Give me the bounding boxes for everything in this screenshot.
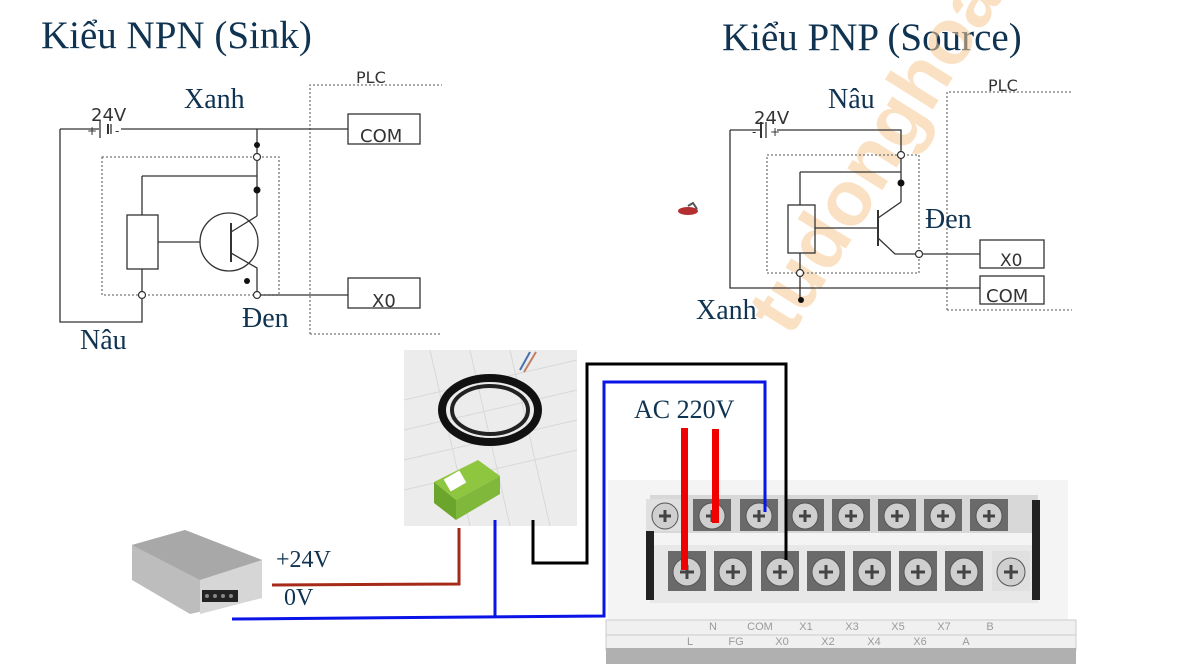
terminal-label: B	[986, 621, 993, 633]
svg-text:-: -	[115, 124, 119, 138]
pnp-wire-top-label: Nâu	[828, 84, 875, 115]
terminal-label: A	[962, 636, 970, 648]
terminal-label: X4	[867, 636, 880, 648]
pnp-com-terminal	[979, 275, 1045, 305]
terminal-label: N	[709, 621, 717, 633]
pnp-wire-output-label: Đen	[925, 204, 972, 235]
npn-com-terminal	[347, 113, 421, 145]
pnp-plc-label: PLC	[988, 76, 1018, 95]
npn-x0-label: X0	[372, 291, 396, 312]
pnp-24v-label: 24V	[754, 108, 790, 129]
wire-blue-0v	[231, 380, 767, 621]
terminal-screw	[924, 499, 962, 531]
npn-transistor	[199, 212, 259, 272]
svg-text:-: -	[752, 125, 756, 139]
terminal-label: COM	[747, 621, 773, 633]
pnp-plc-boundary	[946, 91, 1072, 310]
npn-24v-label: 24V	[91, 105, 127, 126]
ground-screw	[646, 499, 684, 531]
terminal-labels: N COM X1 X3 X5 X7 B L FG X0 X2 X4 X6 A	[687, 621, 994, 648]
terminal-label: FG	[728, 636, 743, 648]
npn-com-label: COM	[360, 126, 402, 147]
terminal-screw	[945, 551, 983, 591]
zero-v-label: 0V	[284, 585, 314, 611]
wire-black-output	[531, 362, 788, 565]
terminal-label: X0	[775, 636, 788, 648]
npn-sensor-boundary	[101, 156, 280, 296]
npn-title: Kiểu NPN (Sink)	[41, 14, 312, 57]
terminal-label: X2	[821, 636, 834, 648]
pnp-sensor-boundary	[766, 154, 920, 274]
terminal-label: X6	[913, 636, 926, 648]
terminal-screw	[853, 551, 891, 591]
npn-plc-label: PLC	[356, 68, 386, 87]
pnp-x0-terminal	[979, 239, 1045, 269]
terminal-screw	[970, 499, 1008, 531]
small-red-object	[678, 207, 698, 215]
terminal-screw	[761, 551, 799, 591]
terminal-label: X3	[845, 621, 858, 633]
terminal-screw	[807, 551, 845, 591]
wire-red-n	[712, 429, 719, 523]
pnp-x0-label: X0	[1000, 251, 1022, 271]
terminal-label: X5	[891, 621, 904, 633]
terminal-label: X1	[799, 621, 812, 633]
terminal-screw	[899, 551, 937, 591]
terminal-screw	[878, 499, 916, 531]
terminal-screw	[832, 499, 870, 531]
npn-x0-terminal	[347, 277, 421, 309]
terminal-screw	[740, 499, 778, 531]
pnp-com-label: COM	[986, 286, 1028, 307]
terminal-screw	[714, 551, 752, 591]
wire-red-l	[681, 428, 688, 570]
npn-wire-bottom-label: Nâu	[80, 325, 127, 356]
svg-text:+: +	[770, 125, 780, 139]
pnp-wire-bottom-label: Xanh	[696, 295, 757, 326]
npn-wire-top-label: Xanh	[184, 84, 245, 115]
terminal-label: L	[687, 636, 693, 648]
pnp-resistor	[787, 204, 816, 254]
pnp-title: Kiểu PNP (Source)	[722, 16, 1022, 59]
npn-wire-output-label: Đen	[242, 303, 289, 334]
terminal-screw	[786, 499, 824, 531]
ground-screw	[992, 551, 1030, 591]
npn-plc-boundary	[309, 84, 442, 334]
terminal-screw	[668, 551, 706, 591]
power-supply-photo	[132, 530, 262, 614]
ac-220v-label: AC 220V	[634, 395, 735, 424]
plus-24v-label: +24V	[276, 547, 331, 573]
sensor-photo	[403, 349, 578, 527]
terminal-screws-bottom	[668, 551, 1030, 591]
wire-brown-plus24v	[271, 528, 461, 587]
svg-text:+: +	[87, 124, 97, 138]
terminal-label: X7	[937, 621, 950, 633]
